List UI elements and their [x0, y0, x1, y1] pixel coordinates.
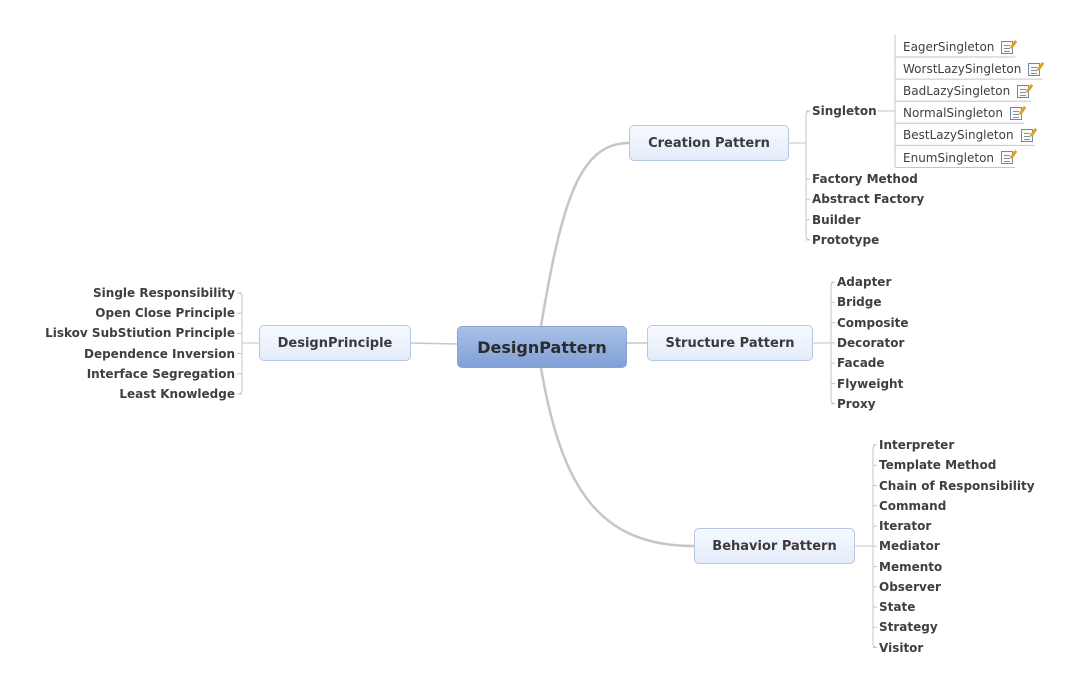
singleton-item-label: BestLazySingleton	[903, 128, 1014, 143]
singleton-item-label: BadLazySingleton	[903, 84, 1011, 99]
behavior-item-state[interactable]: State	[879, 600, 916, 614]
topic-creation-pattern[interactable]: Creation Pattern	[629, 125, 789, 161]
structure-item-flyweight[interactable]: Flyweight	[837, 376, 904, 391]
principle-item-least-knowledge[interactable]: Least Knowledge	[119, 387, 235, 401]
structure-item-composite[interactable]: Composite	[837, 315, 909, 330]
creation-item-prototype[interactable]: Prototype	[812, 232, 880, 247]
structure-bracket	[830, 281, 836, 405]
behavior-item-visitor[interactable]: Visitor	[879, 640, 924, 655]
structure-item-decorator[interactable]: Decorator	[837, 335, 905, 350]
note-icon[interactable]	[1009, 106, 1022, 120]
structure-item-bridge[interactable]: Bridge	[837, 295, 882, 310]
central-topic-label: DesignPattern	[477, 337, 607, 357]
singleton-item-label: WorstLazySingleton	[903, 62, 1022, 77]
principle-item-liskov-substiution-principle[interactable]: Liskov SubStiution Principle	[45, 326, 235, 341]
structure-item-adapter[interactable]: Adapter	[837, 275, 892, 289]
singleton-item-worstlazysingleton[interactable]: WorstLazySingleton	[903, 62, 1041, 77]
central-topic[interactable]: DesignPattern	[457, 326, 627, 368]
topic-structure-pattern-label: Structure Pattern	[665, 335, 795, 351]
branch-line-creation	[539, 141, 630, 327]
behavior-item-strategy[interactable]: Strategy	[879, 620, 938, 635]
topic-design-principle-label: DesignPrinciple	[277, 335, 393, 351]
structure-item-proxy[interactable]: Proxy	[837, 396, 876, 411]
behavior-item-interpreter[interactable]: Interpreter	[879, 438, 955, 452]
topic-behavior-pattern-label: Behavior Pattern	[712, 538, 837, 554]
note-icon[interactable]	[1001, 151, 1014, 164]
note-icon[interactable]	[1001, 40, 1014, 54]
note-icon[interactable]	[1017, 84, 1030, 98]
behavior-bracket	[872, 444, 878, 648]
branch-line-principle	[410, 342, 458, 345]
principle-item-dependence-inversion[interactable]: Dependence Inversion	[83, 346, 235, 361]
behavior-item-command[interactable]: Command	[879, 498, 947, 513]
note-icon[interactable]	[1020, 128, 1033, 142]
structure-item-facade[interactable]: Facade	[837, 356, 885, 371]
singleton-item-bestlazysingleton[interactable]: BestLazySingleton	[903, 128, 1033, 142]
note-icon[interactable]	[1028, 62, 1041, 76]
creation-item-singleton[interactable]: Singleton	[812, 104, 877, 118]
singleton-item-eagersingleton[interactable]: EagerSingleton	[903, 40, 1014, 54]
behavior-item-memento[interactable]: Memento	[879, 559, 943, 574]
singleton-item-label: NormalSingleton	[903, 106, 1003, 121]
principle-item-open-close-principle[interactable]: Open Close Principle	[95, 306, 235, 321]
topic-behavior-pattern[interactable]: Behavior Pattern	[694, 528, 855, 564]
branch-line-behavior	[539, 367, 695, 548]
behavior-item-iterator[interactable]: Iterator	[879, 519, 932, 533]
topic-design-principle[interactable]: DesignPrinciple	[259, 325, 411, 361]
principle-item-single-responsibility[interactable]: Single Responsibility	[93, 286, 235, 300]
topic-structure-pattern[interactable]: Structure Pattern	[647, 325, 813, 361]
singleton-item-enumsingleton[interactable]: EnumSingleton	[903, 150, 1014, 165]
creation-item-abstract-factory[interactable]: Abstract Factory	[812, 192, 925, 207]
topic-creation-pattern-label: Creation Pattern	[648, 135, 770, 151]
behavior-item-observer[interactable]: Observer	[879, 579, 941, 594]
singleton-item-badlazysingleton[interactable]: BadLazySingleton	[903, 84, 1030, 99]
behavior-item-chain-of-responsibility[interactable]: Chain of Responsibility	[879, 478, 1035, 493]
creation-item-builder[interactable]: Builder	[812, 212, 861, 227]
singleton-item-normalsingleton[interactable]: NormalSingleton	[903, 106, 1022, 120]
behavior-item-mediator[interactable]: Mediator	[879, 539, 940, 554]
singleton-item-label: EagerSingleton	[903, 40, 995, 54]
creation-bracket	[805, 110, 811, 241]
creation-item-factory-method[interactable]: Factory Method	[812, 172, 918, 186]
principle-item-interface-segregation[interactable]: Interface Segregation	[86, 366, 235, 381]
singleton-item-label: EnumSingleton	[903, 150, 995, 165]
behavior-item-template-method[interactable]: Template Method	[879, 458, 997, 473]
principle-bracket	[237, 292, 243, 395]
